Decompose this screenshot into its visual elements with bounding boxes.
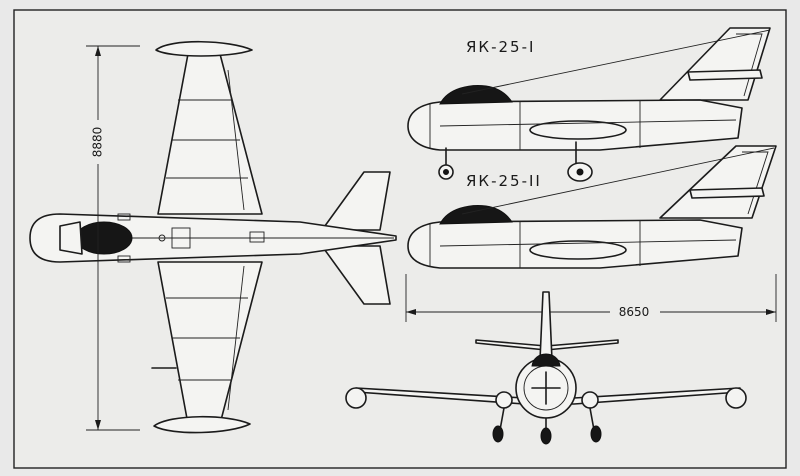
length-dimension: 8650: [405, 274, 777, 322]
yak-25-i-label: ЯК-25-I: [466, 38, 535, 56]
side-view-yak-25-ii: ЯК-25-II: [407, 145, 777, 269]
top-view-upper-tailplane: [321, 171, 391, 231]
top-view-lower-wingtip: [153, 415, 251, 434]
top-view: [29, 40, 397, 434]
top-view-windscreen: [59, 221, 83, 255]
yak-25-ii-horizontal-tail: [689, 187, 765, 199]
yak-25-i-canopy: [439, 85, 513, 105]
front-view-right-wingtip: [725, 387, 747, 409]
span-dimension-label: 8880: [91, 127, 105, 158]
top-view-canopy: [75, 221, 133, 255]
top-view-upper-wingtip: [155, 40, 253, 57]
front-view-landing-gear: [492, 407, 602, 445]
yak-25-ii-engine-nacelle: [529, 240, 627, 260]
front-view-left-wingtip: [345, 387, 367, 409]
yak-25-i-vertical-tail: [659, 27, 771, 101]
front-view: [345, 291, 747, 445]
yak-25-ii-vertical-tail: [659, 145, 777, 219]
front-view-left-engine: [495, 391, 513, 409]
top-view-lower-tailplane: [321, 245, 391, 305]
top-view-wing-panel-lines: [166, 69, 248, 411]
yak-25-ii-canopy: [439, 205, 513, 225]
span-dimension: 8880: [86, 45, 140, 431]
front-view-right-engine: [581, 391, 599, 409]
yak-25-ii-label: ЯК-25-II: [466, 172, 542, 190]
front-view-canopy: [531, 353, 561, 367]
front-view-fin: [539, 291, 553, 361]
yak-25-i-horizontal-tail: [687, 69, 763, 81]
side-view-yak-25-i: ЯК-25-I: [407, 27, 771, 182]
yak-25-i-landing-gear: [438, 141, 593, 182]
length-dimension-label: 8650: [619, 305, 650, 319]
yak-25-i-engine-nacelle: [529, 120, 627, 140]
